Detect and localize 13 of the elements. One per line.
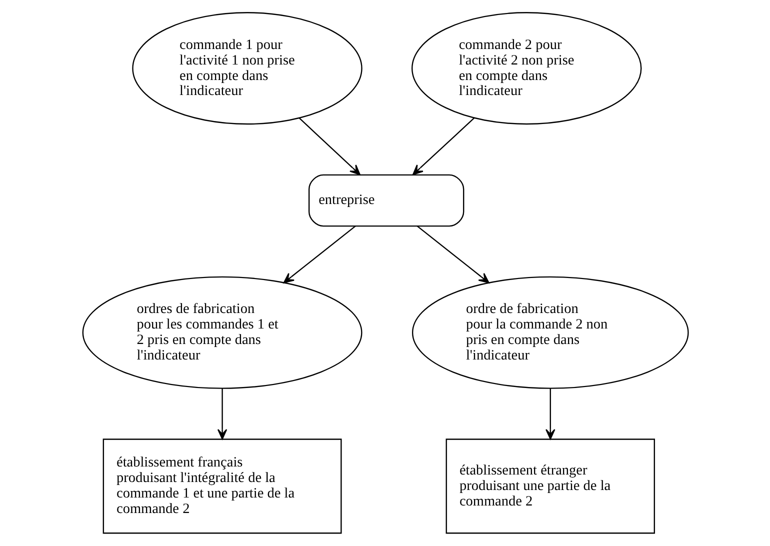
arrow [416, 226, 489, 284]
node-box: établissement français produisant l'intégralité de la commande 1 et une partie de la commande 2 [102, 438, 342, 534]
arrow [282, 226, 356, 284]
node-ellipse: ordres de fabrication pour les commandes 1 et 2 pris en compte dans l'indicateur [82, 276, 362, 389]
arrow [412, 117, 474, 176]
arrow [216, 388, 227, 440]
arrow [545, 388, 555, 440]
node-ellipse: ordre de fabrication pour la commande 2 non pris en compte dans l'indicateur [411, 276, 688, 389]
node-box: établissement étranger produisant une partie de la commande 2 [445, 438, 654, 534]
arrow [298, 117, 360, 176]
node-ellipse: commande 2 pour l'activité 2 non prise en compte dans l'indicateur [411, 12, 642, 125]
node-box: entreprise [308, 174, 464, 227]
node-ellipse: commande 1 pour l'activité 1 non prise en compte dans l'indicateur [132, 12, 362, 125]
